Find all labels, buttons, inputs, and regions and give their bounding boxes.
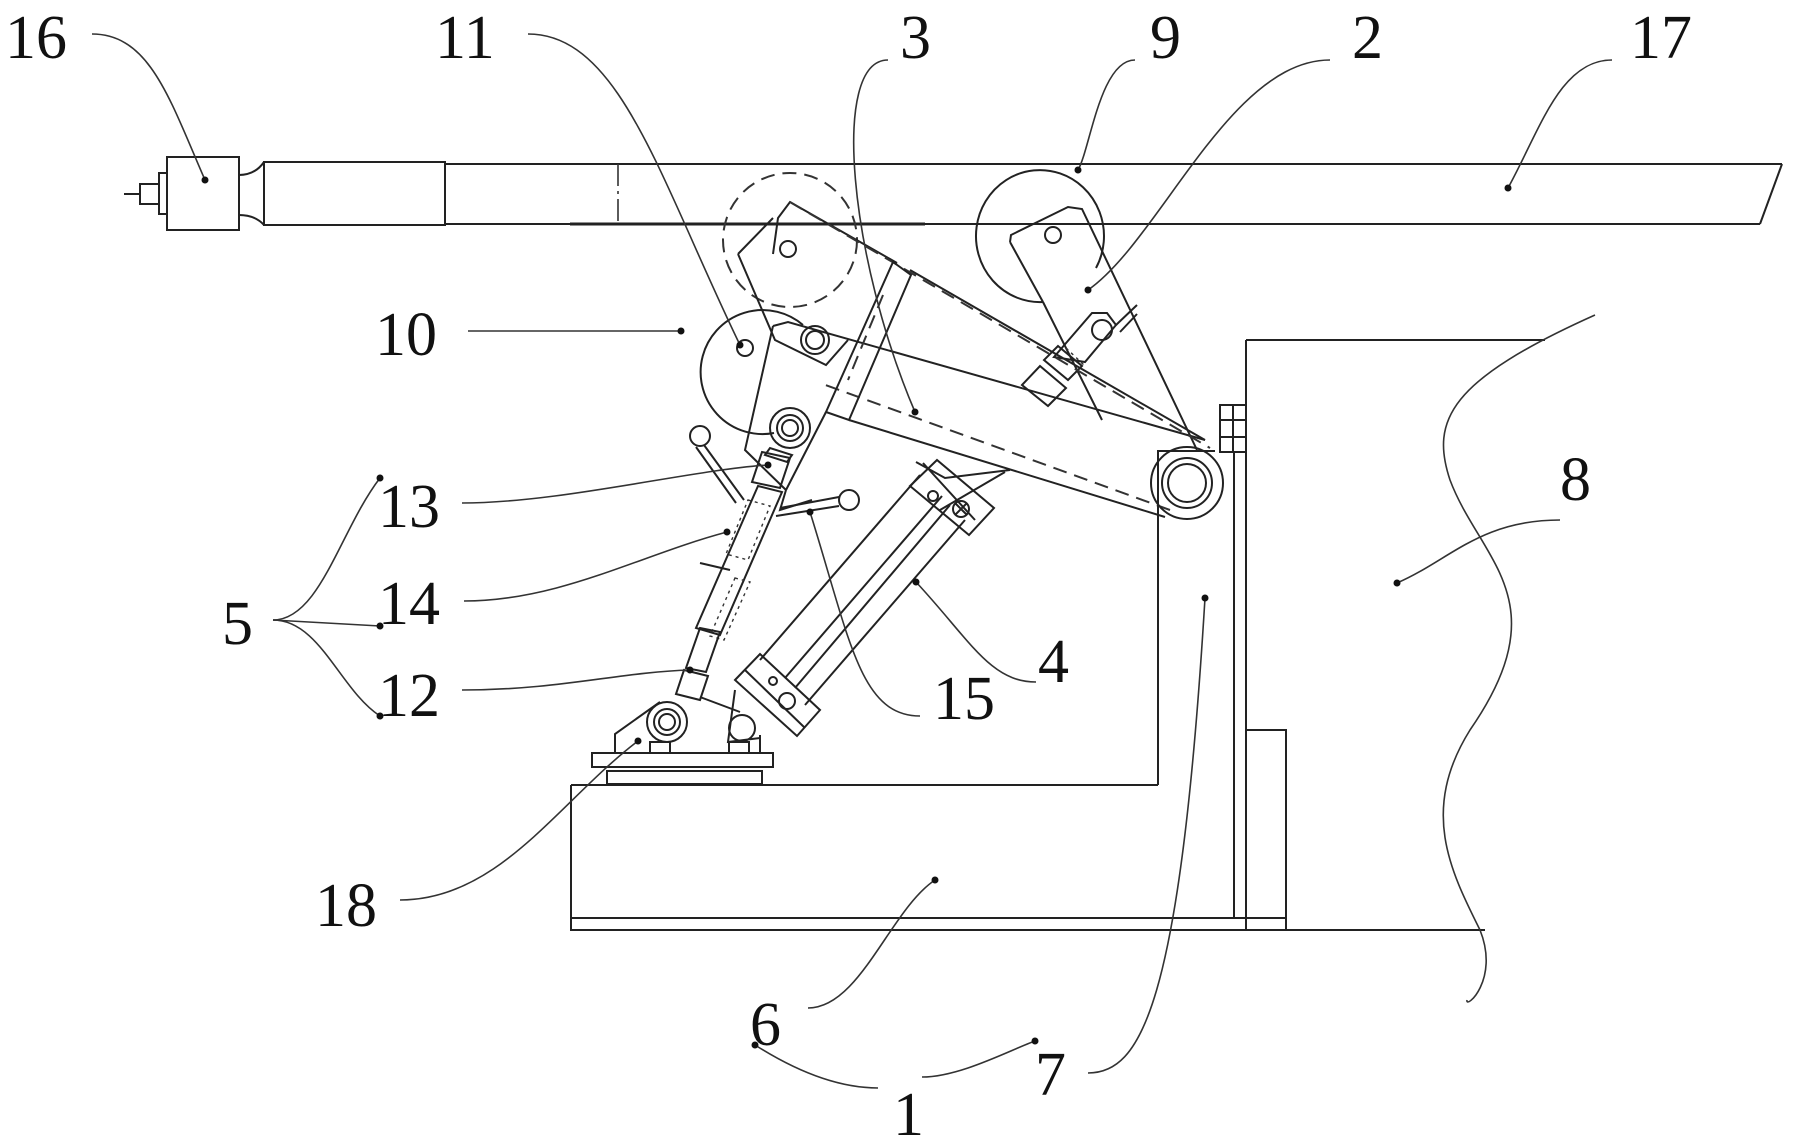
- label-3: 3: [900, 4, 931, 72]
- hydraulic-cylinder-4: [726, 458, 1011, 744]
- label-2: 2: [1352, 4, 1383, 72]
- wheel-9: [974, 169, 1105, 304]
- label-7: 7: [1035, 1041, 1066, 1109]
- label-14: 14: [378, 570, 440, 638]
- link-dashed-position: [737, 200, 1211, 511]
- label-17: 17: [1630, 4, 1692, 72]
- wheel-dashed-position: [722, 172, 858, 308]
- turnbuckle-5: [646, 407, 811, 743]
- label-11: 11: [435, 4, 495, 72]
- vertical-frame-7: [1233, 340, 1287, 931]
- label-10: 10: [375, 301, 437, 369]
- label-9: 9: [1150, 4, 1181, 72]
- label-18: 18: [315, 872, 377, 940]
- label-5: 5: [222, 590, 253, 658]
- label-8: 8: [1560, 446, 1591, 514]
- main-arm-3: [778, 260, 1206, 518]
- label-15: 15: [933, 665, 995, 733]
- label-6: 6: [750, 991, 781, 1059]
- link-11: [736, 320, 1206, 491]
- label-12: 12: [378, 662, 440, 730]
- label-1: 1: [893, 1081, 924, 1145]
- reference-labels: 16 11 3 9 2 17 10 8 13 5 14 4 12 15 18 6…: [5, 4, 1692, 1145]
- wheel-10: [699, 309, 804, 436]
- beam-17: [444, 162, 1783, 226]
- label-13: 13: [378, 473, 440, 541]
- label-4: 4: [1038, 628, 1069, 696]
- base-bracket-18: [591, 701, 774, 785]
- label-16: 16: [5, 4, 67, 72]
- hinge-pivot: [1150, 404, 1247, 770]
- leader-lines: [91, 33, 1613, 1089]
- wall-section-8: [1246, 314, 1596, 1003]
- link-2: [1009, 205, 1198, 451]
- base-block-6: [570, 770, 1286, 931]
- end-fitting-16: [124, 156, 446, 231]
